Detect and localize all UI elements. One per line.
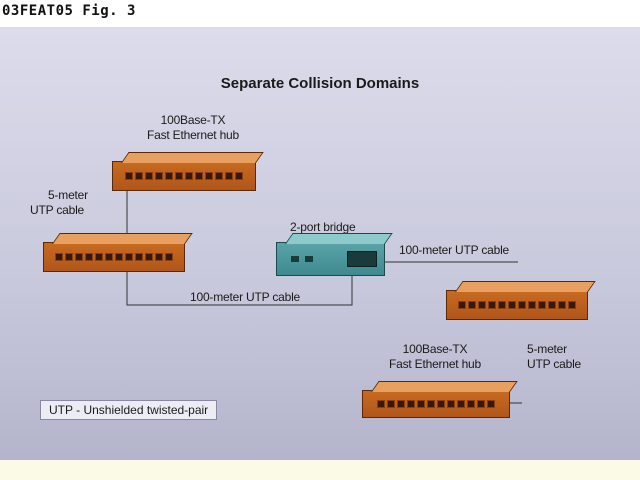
cable-right-label-line1: 5-meter xyxy=(527,342,567,356)
cable-left-label-line2: UTP cable xyxy=(30,203,85,217)
bridge-port xyxy=(347,251,377,267)
hub-top-label-line1: 100Base-TX xyxy=(160,113,226,127)
cable-left-label: 5-meter UTP cable xyxy=(30,188,88,218)
bridge-device xyxy=(276,233,393,276)
cable-right-label-line2: UTP cable xyxy=(527,357,582,371)
hub-bottom-label-line1: 100Base-TX xyxy=(402,342,468,356)
hub-bottom-ports xyxy=(371,400,501,408)
hub-top xyxy=(112,152,264,191)
hub-bottom-label-line2: Fast Ethernet hub xyxy=(389,357,481,371)
hub-top-label: 100Base-TX Fast Ethernet hub xyxy=(118,113,268,143)
cable-bottom-100m-label: 100-meter UTP cable xyxy=(190,290,301,304)
hub-middle-left xyxy=(43,233,193,272)
hub-right-ports xyxy=(455,301,579,309)
legend-box: UTP - Unshielded twisted-pair xyxy=(40,400,218,420)
hub-right xyxy=(446,281,596,320)
bridge-label: 2-port bridge xyxy=(290,220,356,234)
figure-label: 03FEAT05 Fig. 3 xyxy=(2,3,136,19)
cable-right-100m-label: 100-meter UTP cable xyxy=(399,243,510,257)
hub-bottom xyxy=(362,381,518,418)
bridge-led-2 xyxy=(305,256,313,262)
bottom-strip xyxy=(0,460,640,480)
diagram-title: Separate Collision Domains xyxy=(220,75,420,92)
cable-100m-bottom xyxy=(126,272,353,306)
cable-left-label-line1: 5-meter xyxy=(48,188,88,202)
hub-bottom-label: 100Base-TX Fast Ethernet hub xyxy=(365,342,505,372)
hub-top-ports xyxy=(121,172,247,180)
hub-top-label-line2: Fast Ethernet hub xyxy=(147,128,239,142)
cable-right-label: 5-meter UTP cable xyxy=(527,342,581,372)
hub-middle-left-ports xyxy=(52,253,176,261)
bridge-led-1 xyxy=(291,256,299,262)
